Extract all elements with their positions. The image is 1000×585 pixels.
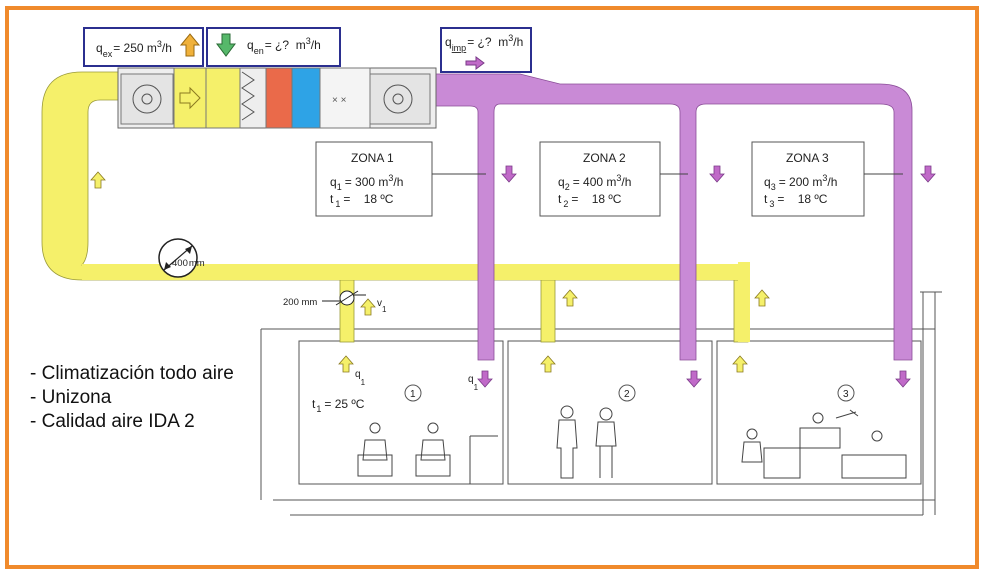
callout-exhaust: [83, 27, 204, 67]
building-walls: [260, 291, 942, 516]
humidifier-section: [319, 67, 371, 129]
callout-supply: [440, 27, 532, 73]
return-arrow-branch3-icon: [754, 289, 770, 307]
return-flow-arrows: [90, 171, 770, 373]
exhaust-flow-label: qex= 250 m3/h: [96, 39, 172, 59]
room-1: [298, 340, 504, 485]
note-item: - Climatización todo aire: [30, 363, 234, 384]
room-1-outflow-label: q1: [468, 374, 479, 392]
zone-1-title: ZONA 1: [351, 151, 394, 165]
branch-duct-diameter-marker: [322, 290, 366, 306]
return-branch-1: [339, 279, 355, 343]
supply-fan-housing: [369, 73, 431, 125]
filter-icon: [241, 71, 255, 121]
supply-arrow-zone2-icon: [709, 165, 725, 183]
return-branch-3-cap: [738, 262, 750, 342]
note-item: - Unizona: [30, 387, 112, 408]
supply-duct: [431, 73, 913, 361]
room-2-number: 2: [624, 389, 630, 400]
mix-arrow-icon: [179, 86, 201, 110]
zone-1-flow: q1= 300 m3/h: [330, 173, 403, 192]
return-arrow-branch1-icon: [360, 298, 376, 316]
room-1-number: 1: [410, 389, 416, 400]
return-arrow-left-icon: [90, 171, 106, 189]
supply-flow-arrows: [477, 165, 936, 388]
room-2-number-circle: [618, 384, 636, 402]
room-1-temperature: t1= 25 ºC: [312, 397, 365, 414]
room-3: [716, 340, 922, 485]
zone-2-box: [539, 141, 661, 217]
room-1-number-circle: [404, 384, 422, 402]
zone-1-box: [315, 141, 433, 217]
zone-3-flow: q3= 200 m3/h: [764, 173, 837, 192]
entry-arrow-icon: [216, 33, 236, 57]
rooms: [298, 340, 922, 485]
zone-3-box: [751, 141, 865, 217]
main-duct-diameter: 400mm: [172, 258, 205, 269]
cooling-coil: [291, 67, 321, 129]
room-1-people-sketch: [357, 422, 498, 484]
exhaust-arrow-icon: [179, 33, 201, 57]
return-duct-fill: [82, 262, 750, 342]
supply-main: [431, 73, 913, 361]
return-branch-2: [540, 279, 556, 343]
branch-velocity-label: v1: [377, 298, 387, 314]
return-fan-icon: [132, 84, 162, 114]
return-arrow-room1-icon: [338, 355, 354, 373]
room-number-markers: [404, 384, 855, 402]
room-3-people-sketch: [741, 409, 907, 479]
room-3-number: 3: [843, 389, 849, 400]
zone-2-title: ZONA 2: [583, 151, 626, 165]
entry-flow-label: qen= ¿? m3/h: [247, 36, 321, 56]
zone-3-title: ZONA 3: [786, 151, 829, 165]
filter-section: [205, 67, 241, 129]
branch-duct-diameter: 200 mm: [283, 297, 317, 308]
supply-fan-icon: [383, 84, 413, 114]
supply-arrow-zone1-icon: [501, 165, 517, 183]
callout-entry: [206, 27, 341, 67]
supply-arrow-room2-icon: [686, 370, 702, 388]
return-fan-housing: [120, 73, 174, 125]
room-2-people-sketch: [556, 405, 617, 479]
supply-arrow-icon: [465, 56, 485, 70]
note-item: - Calidad aire IDA 2: [30, 411, 195, 432]
air-handling-unit: × ×: [117, 67, 437, 129]
room-1-inflow-label: q1: [355, 369, 366, 387]
zone-2-flow: q2= 400 m3/h: [558, 173, 631, 192]
return-arrow-room3-icon: [732, 355, 748, 373]
supply-arrow-zone3-icon: [920, 165, 936, 183]
return-arrow-room2-icon: [540, 355, 556, 373]
supply-arrow-room1-icon: [477, 370, 493, 388]
supply-arrow-room3-icon: [895, 370, 911, 388]
humidifier-icon: × ×: [332, 95, 347, 106]
heating-coil: [265, 67, 293, 129]
main-duct-diameter-marker: [158, 238, 198, 278]
zone-boxes: [315, 141, 903, 217]
return-arrow-branch2-icon: [562, 289, 578, 307]
supply-flow-label: qimp= ¿? m3/h: [445, 33, 523, 53]
room-2: [507, 340, 713, 485]
notes-list: - Climatización todo aire - Unizona - Ca…: [30, 362, 234, 434]
room-3-number-circle: [837, 384, 855, 402]
